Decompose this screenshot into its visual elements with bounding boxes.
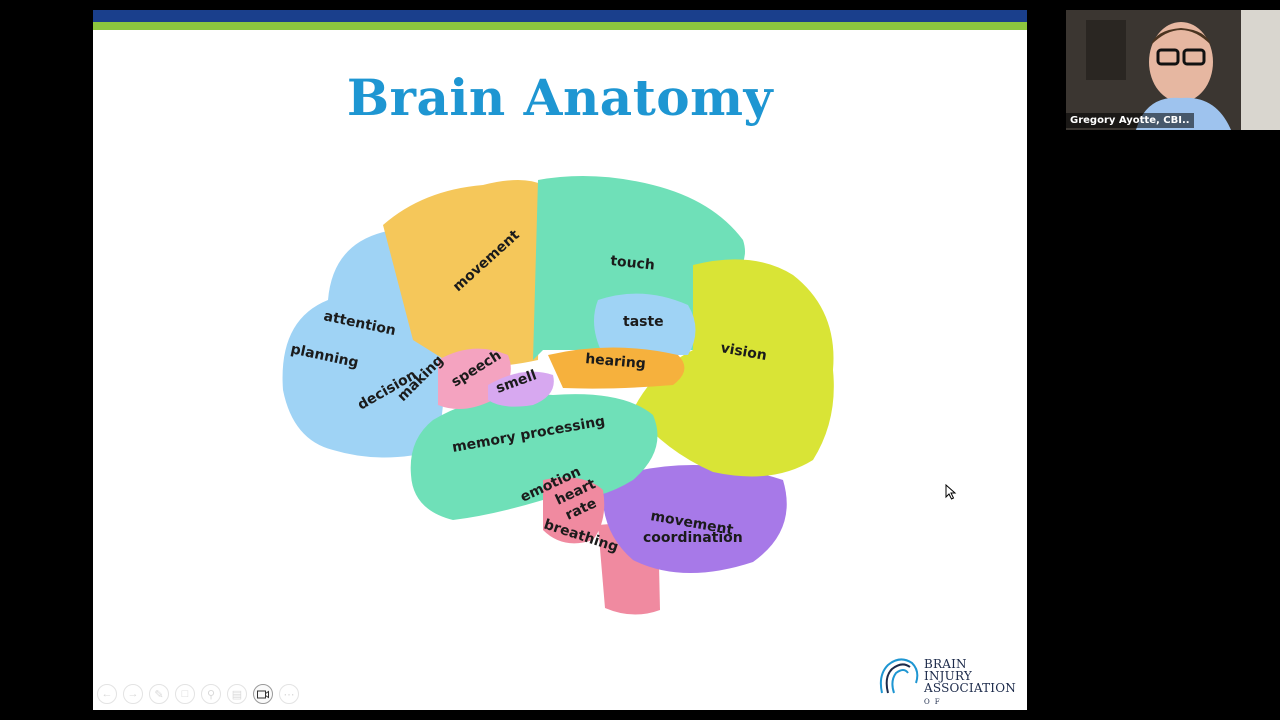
zoom-icon[interactable]: ⚲ bbox=[201, 684, 221, 704]
subtitles-icon[interactable]: ▤ bbox=[227, 684, 247, 704]
label-coordination: coordination bbox=[643, 530, 743, 546]
label-taste: taste bbox=[623, 314, 664, 330]
logo-line-1: BRAIN INJURY bbox=[924, 657, 972, 683]
occipital-lobe bbox=[633, 259, 834, 477]
label-vision: vision bbox=[719, 340, 768, 364]
slides-icon[interactable]: □ bbox=[175, 684, 195, 704]
more-icon[interactable]: ⋯ bbox=[279, 684, 299, 704]
motor-cortex bbox=[383, 180, 543, 367]
label-hearing: hearing bbox=[585, 351, 647, 372]
forward-icon[interactable]: → bbox=[123, 684, 143, 704]
participant-video-tile[interactable]: Gregory Ayotte, CBI.. bbox=[1066, 10, 1280, 130]
logo-line-3: OF AMERICA bbox=[924, 698, 945, 706]
header-bar-blue bbox=[93, 10, 1027, 22]
label-touch: touch bbox=[610, 253, 656, 274]
participant-name: Gregory Ayotte, CBI.. bbox=[1066, 113, 1194, 128]
camera-icon[interactable] bbox=[253, 684, 273, 704]
slide-title: Brain Anatomy bbox=[346, 68, 774, 127]
logo-line-2: ASSOCIATION bbox=[924, 681, 1016, 695]
slide-toolbar: ← → ✎ □ ⚲ ▤ ⋯ bbox=[93, 682, 299, 708]
smell-region bbox=[488, 371, 554, 407]
brain-injury-association-logo: BRAIN INJURY ASSOCIATION OF AMERICA bbox=[876, 655, 1016, 706]
cerebellum bbox=[602, 465, 787, 574]
taste-region bbox=[594, 293, 696, 355]
participant-video-frame bbox=[1066, 10, 1280, 130]
mouse-cursor-icon bbox=[945, 484, 957, 500]
back-icon[interactable]: ← bbox=[97, 684, 117, 704]
brain-diagram: movement touch attention planning decisi… bbox=[282, 176, 834, 615]
heart-rate-region bbox=[543, 477, 605, 544]
presentation-slide: Brain Anatomy movement touch attention p… bbox=[93, 10, 1027, 710]
hearing-region bbox=[548, 347, 685, 389]
header-bar-green bbox=[93, 22, 1027, 30]
logo-text: BRAIN INJURY ASSOCIATION OF AMERICA bbox=[924, 658, 1016, 710]
pen-icon[interactable]: ✎ bbox=[149, 684, 169, 704]
logo-head-icon bbox=[879, 658, 919, 694]
